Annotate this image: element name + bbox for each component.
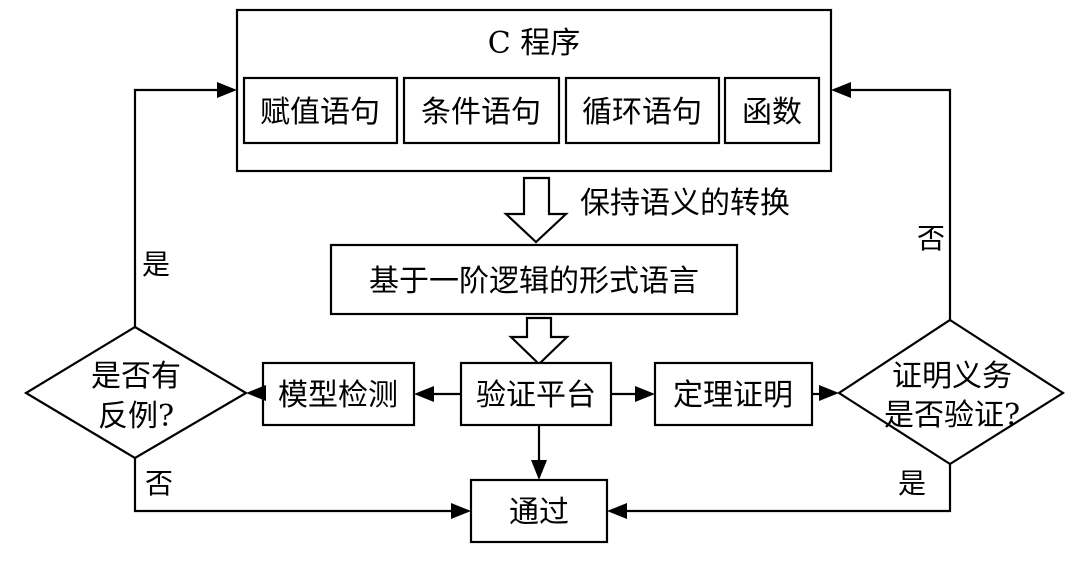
right-yes-line (624, 464, 952, 513)
conditional-statement-box (402, 76, 561, 145)
assignment-statement-label: 赋值语句 (260, 95, 380, 130)
pass-label: 通过 (509, 495, 569, 530)
model-checking-label: 模型检测 (278, 378, 398, 413)
verification-platform-label: 验证平台 (476, 378, 596, 413)
function-label: 函数 (742, 95, 802, 130)
pass-box (469, 478, 609, 544)
transform-arrow (503, 176, 569, 244)
theorem-to-decision-arrowhead (819, 385, 839, 401)
left-yes-label: 是 (142, 248, 170, 281)
loop-statement-box (564, 76, 721, 145)
loop-statement-label: 循环语句 (582, 95, 702, 130)
input-arrow (508, 316, 570, 366)
counterexample-question-line2: 反例? (98, 399, 174, 434)
assignment-statement-box (242, 76, 399, 145)
obligation-question-line2: 是否验证? (884, 398, 1020, 433)
platform-to-model-arrowhead (414, 386, 434, 402)
c-program-title: C 程序 (488, 26, 581, 61)
right-no-loop-arrowhead (831, 82, 851, 98)
model-to-decision-arrowhead (246, 385, 266, 401)
transform-label: 保持语义的转换 (580, 186, 790, 221)
platform-to-theorem-arrowhead (635, 386, 655, 402)
right-yes-arrowhead (607, 503, 627, 519)
theorem-proving-label: 定理证明 (673, 378, 793, 413)
conditional-statement-label: 条件语句 (421, 95, 541, 130)
counterexample-question-line1: 是否有 (91, 359, 181, 394)
logic-language-box (329, 243, 739, 316)
verification-platform-box (459, 361, 613, 427)
right-no-label: 否 (917, 222, 945, 255)
platform-to-pass-arrowhead (531, 460, 547, 480)
left-yes-loop-arrowhead (217, 82, 237, 98)
left-no-arrowhead (451, 503, 471, 519)
left-no-label: 否 (145, 467, 173, 500)
right-yes-label: 是 (898, 467, 926, 500)
obligation-question-line1: 证明义务 (892, 359, 1012, 394)
logic-language-label: 基于一阶逻辑的形式语言 (369, 264, 699, 299)
function-box (723, 76, 821, 145)
left-yes-loop-line (133, 88, 220, 327)
right-no-loop-line (848, 88, 952, 320)
left-no-line (133, 458, 454, 513)
